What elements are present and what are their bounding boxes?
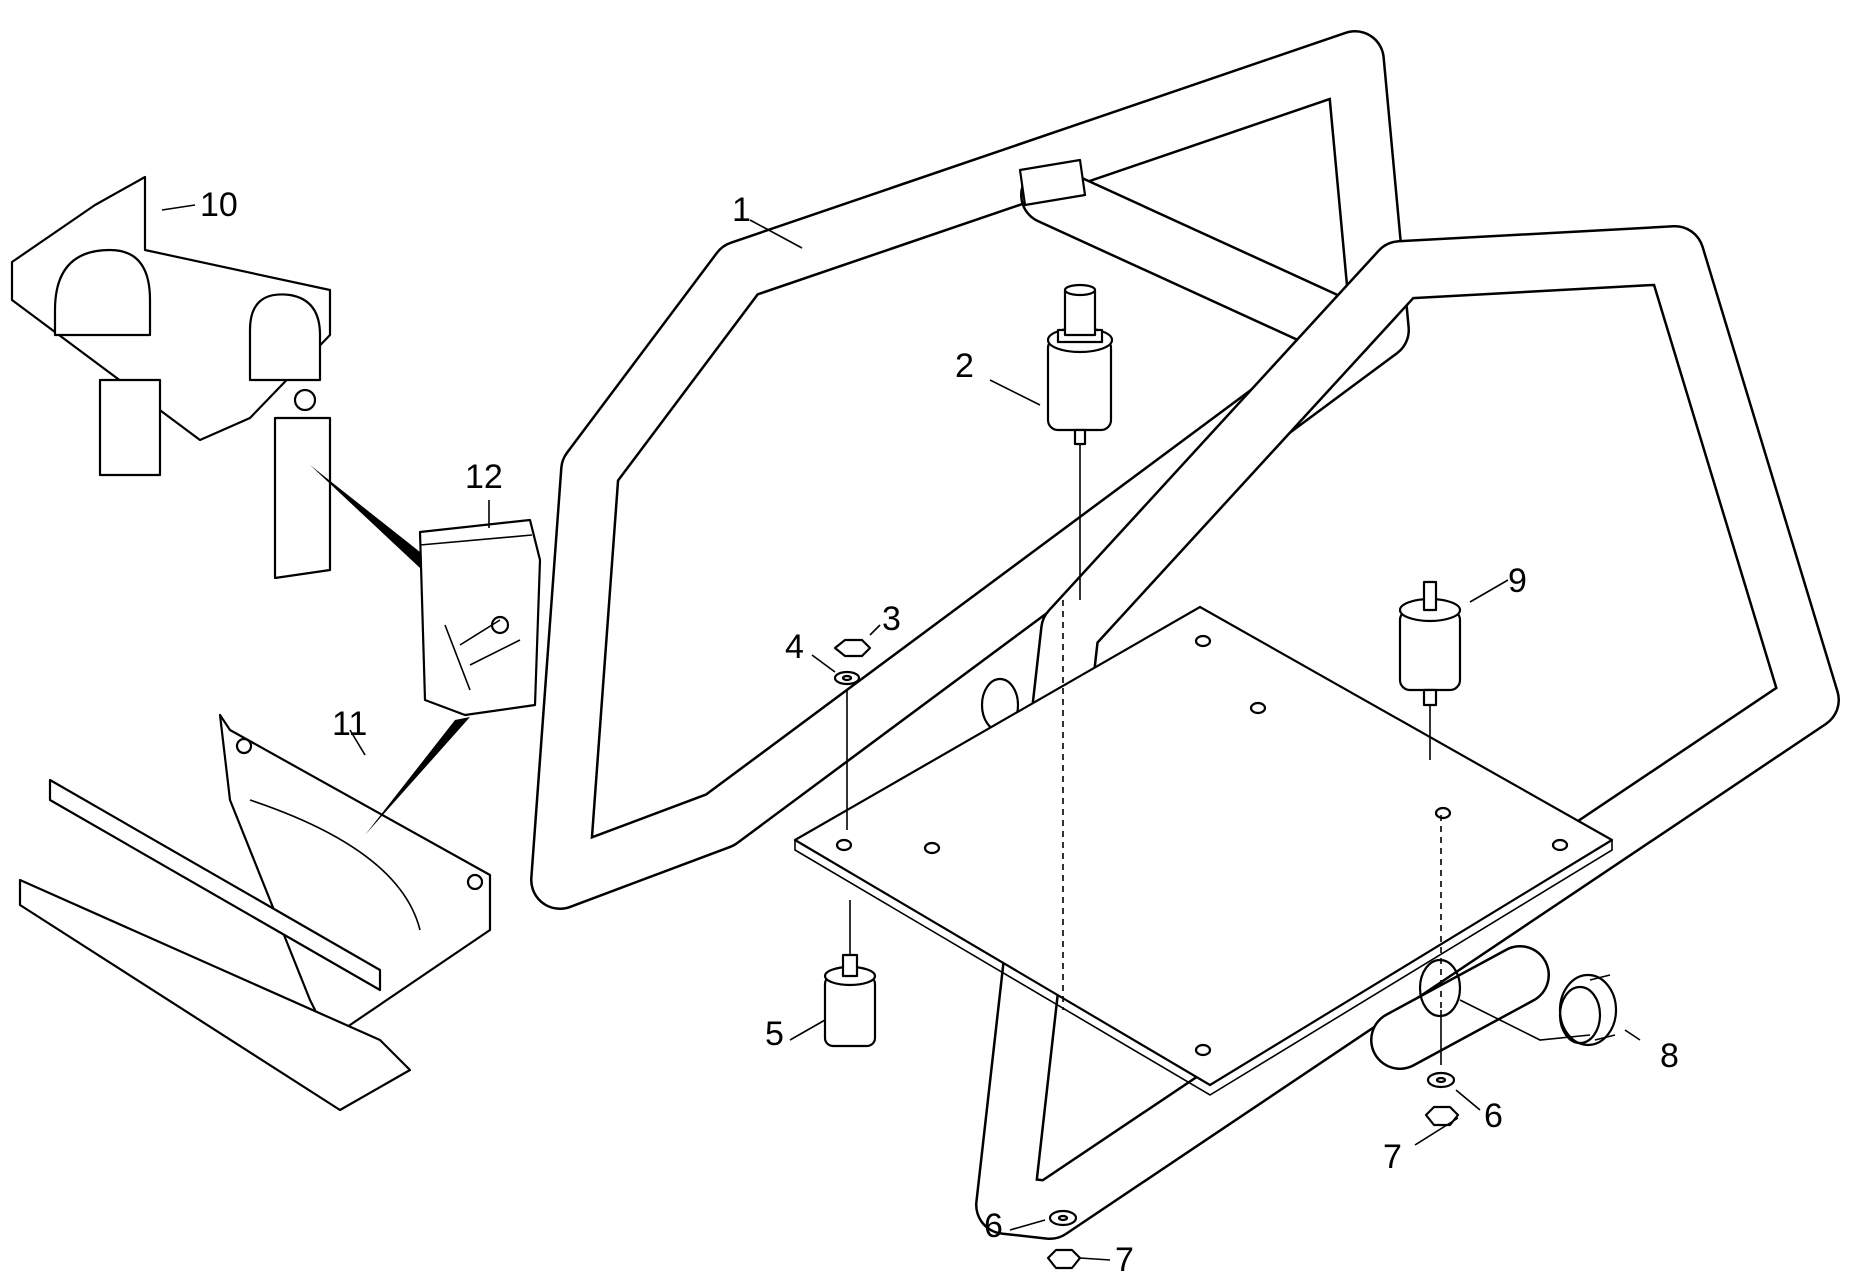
callout-1: 1 — [732, 191, 751, 229]
foot-5 — [823, 900, 877, 1048]
washer-4 — [833, 670, 861, 830]
damper-mount-2 — [1046, 283, 1114, 1010]
callout-4: 4 — [785, 628, 804, 666]
callout-11: 11 — [332, 705, 367, 743]
tray-11 — [18, 713, 492, 1112]
callout-6-right: 6 — [1484, 1097, 1503, 1135]
callout-8: 8 — [1660, 1037, 1679, 1075]
callout-7-bottom: 7 — [1115, 1241, 1134, 1279]
holder-10 — [10, 175, 332, 580]
nut-3 — [833, 638, 872, 658]
callout-3: 3 — [882, 600, 901, 638]
damper-mount-9 — [1398, 580, 1462, 1065]
washer-6-bottom — [1048, 1209, 1078, 1227]
callout-12: 12 — [465, 458, 503, 496]
callout-7-right: 7 — [1383, 1138, 1402, 1176]
parts-bag-12 — [310, 465, 542, 835]
nut-7-right — [1424, 1105, 1460, 1127]
callout-10: 10 — [200, 186, 238, 224]
leader-lines — [161, 204, 1641, 1261]
callout-9: 9 — [1508, 562, 1527, 600]
callout-6-bottom: 6 — [984, 1207, 1003, 1245]
nut-7-bottom — [1046, 1248, 1082, 1270]
tube-frame — [530, 30, 1840, 1240]
end-cap-8 — [1558, 973, 1618, 1047]
washer-6-right — [1426, 1071, 1456, 1089]
callout-5: 5 — [765, 1015, 784, 1053]
callout-2: 2 — [955, 347, 974, 385]
callouts: 1 2 3 4 5 6 6 7 7 8 9 10 11 12 — [200, 186, 1679, 1279]
base-plate — [793, 605, 1614, 1096]
